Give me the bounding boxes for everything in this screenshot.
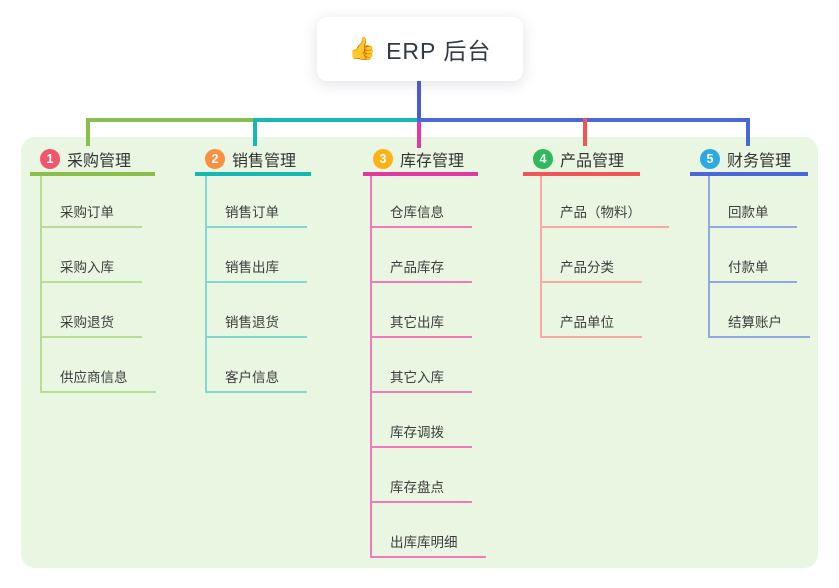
branch-purchase-drop-line xyxy=(86,118,90,146)
child-node[interactable]: 产品（物料） xyxy=(542,176,669,228)
branch-sales-node[interactable]: 2 销售管理 xyxy=(195,146,311,176)
child-node[interactable]: 采购订单 xyxy=(42,176,142,228)
child-node-label: 采购入库 xyxy=(60,260,114,275)
branch-purchase-children: 采购订单 采购入库 采购退货 供应商信息 xyxy=(40,176,156,393)
child-node[interactable]: 销售订单 xyxy=(207,176,307,228)
branch-number-badge: 3 xyxy=(373,149,393,169)
child-node-label: 产品单位 xyxy=(560,315,614,330)
branch-product-node[interactable]: 4 产品管理 xyxy=(523,146,640,176)
child-node-label: 产品库存 xyxy=(390,260,444,275)
child-node-label: 出库库明细 xyxy=(390,535,458,550)
child-node[interactable]: 库存调拨 xyxy=(372,393,472,448)
child-node-label: 销售出库 xyxy=(225,260,279,275)
branch-label: 采购管理 xyxy=(67,153,132,170)
child-node[interactable]: 销售出库 xyxy=(207,228,307,283)
child-node-label: 库存盘点 xyxy=(390,480,444,495)
child-node-label: 库存调拨 xyxy=(390,425,444,440)
thumbs-up-icon: 👍 xyxy=(348,36,378,61)
child-node-label: 仓库信息 xyxy=(390,205,444,220)
branch-finance-children: 回款单 付款单 结算账户 xyxy=(708,176,810,338)
branch-sales-children: 销售订单 销售出库 销售退货 客户信息 xyxy=(205,176,307,393)
child-node[interactable]: 销售退货 xyxy=(207,283,307,338)
branch-product-children: 产品（物料） 产品分类 产品单位 xyxy=(540,176,669,338)
branch-product-drop-line xyxy=(583,118,587,146)
branch-finance-drop-line xyxy=(746,118,750,146)
branch-number-badge: 2 xyxy=(205,149,225,169)
child-node-label: 其它入库 xyxy=(390,370,444,385)
child-node-label: 结算账户 xyxy=(728,315,782,330)
trunk-segment-teal xyxy=(253,118,421,122)
root-node-label: ERP 后台 xyxy=(386,38,492,64)
child-node-label: 供应商信息 xyxy=(60,370,128,385)
branch-label: 产品管理 xyxy=(560,153,625,170)
child-node-label: 采购订单 xyxy=(60,205,114,220)
child-node[interactable]: 出库库明细 xyxy=(372,503,486,558)
child-node-label: 产品分类 xyxy=(560,260,614,275)
child-node-label: 采购退货 xyxy=(60,315,114,330)
child-node[interactable]: 仓库信息 xyxy=(372,176,472,228)
branch-number-badge: 5 xyxy=(700,149,720,169)
branch-sales-drop-line xyxy=(253,118,257,146)
child-node-label: 付款单 xyxy=(728,260,769,275)
branch-inventory-children: 仓库信息 产品库存 其它出库 其它入库 库存调拨 库存盘点 出库库明细 xyxy=(370,176,486,558)
child-node[interactable]: 客户信息 xyxy=(207,338,307,393)
child-node[interactable]: 产品分类 xyxy=(542,228,642,283)
child-node[interactable]: 供应商信息 xyxy=(42,338,156,393)
child-node-label: 产品（物料） xyxy=(560,205,641,220)
branch-label: 库存管理 xyxy=(400,153,465,170)
child-node[interactable]: 其它入库 xyxy=(372,338,472,393)
child-node[interactable]: 回款单 xyxy=(710,176,797,228)
branch-purchase-node[interactable]: 1 采购管理 xyxy=(30,146,155,176)
branch-inventory-node[interactable]: 3 库存管理 xyxy=(363,146,478,176)
child-node[interactable]: 采购入库 xyxy=(42,228,142,283)
child-node[interactable]: 结算账户 xyxy=(710,283,810,338)
child-node[interactable]: 采购退货 xyxy=(42,283,142,338)
root-node[interactable]: 👍 ERP 后台 xyxy=(317,17,523,81)
child-node[interactable]: 其它出库 xyxy=(372,283,472,338)
child-node[interactable]: 产品库存 xyxy=(372,228,472,283)
mindmap-panel-background xyxy=(21,137,818,568)
branch-finance-node[interactable]: 5 财务管理 xyxy=(690,146,808,176)
branch-inventory-drop-line xyxy=(417,122,421,148)
child-node-label: 客户信息 xyxy=(225,370,279,385)
child-node[interactable]: 付款单 xyxy=(710,228,797,283)
trunk-segment-green xyxy=(86,118,257,122)
root-connector-line xyxy=(417,81,421,122)
child-node-label: 销售退货 xyxy=(225,315,279,330)
child-node-label: 销售订单 xyxy=(225,205,279,220)
child-node[interactable]: 库存盘点 xyxy=(372,448,472,503)
child-node[interactable]: 产品单位 xyxy=(542,283,642,338)
child-node-label: 回款单 xyxy=(728,205,769,220)
branch-number-badge: 4 xyxy=(533,149,553,169)
branch-number-badge: 1 xyxy=(40,149,60,169)
branch-label: 财务管理 xyxy=(727,153,792,170)
branch-label: 销售管理 xyxy=(232,153,297,170)
child-node-label: 其它出库 xyxy=(390,315,444,330)
